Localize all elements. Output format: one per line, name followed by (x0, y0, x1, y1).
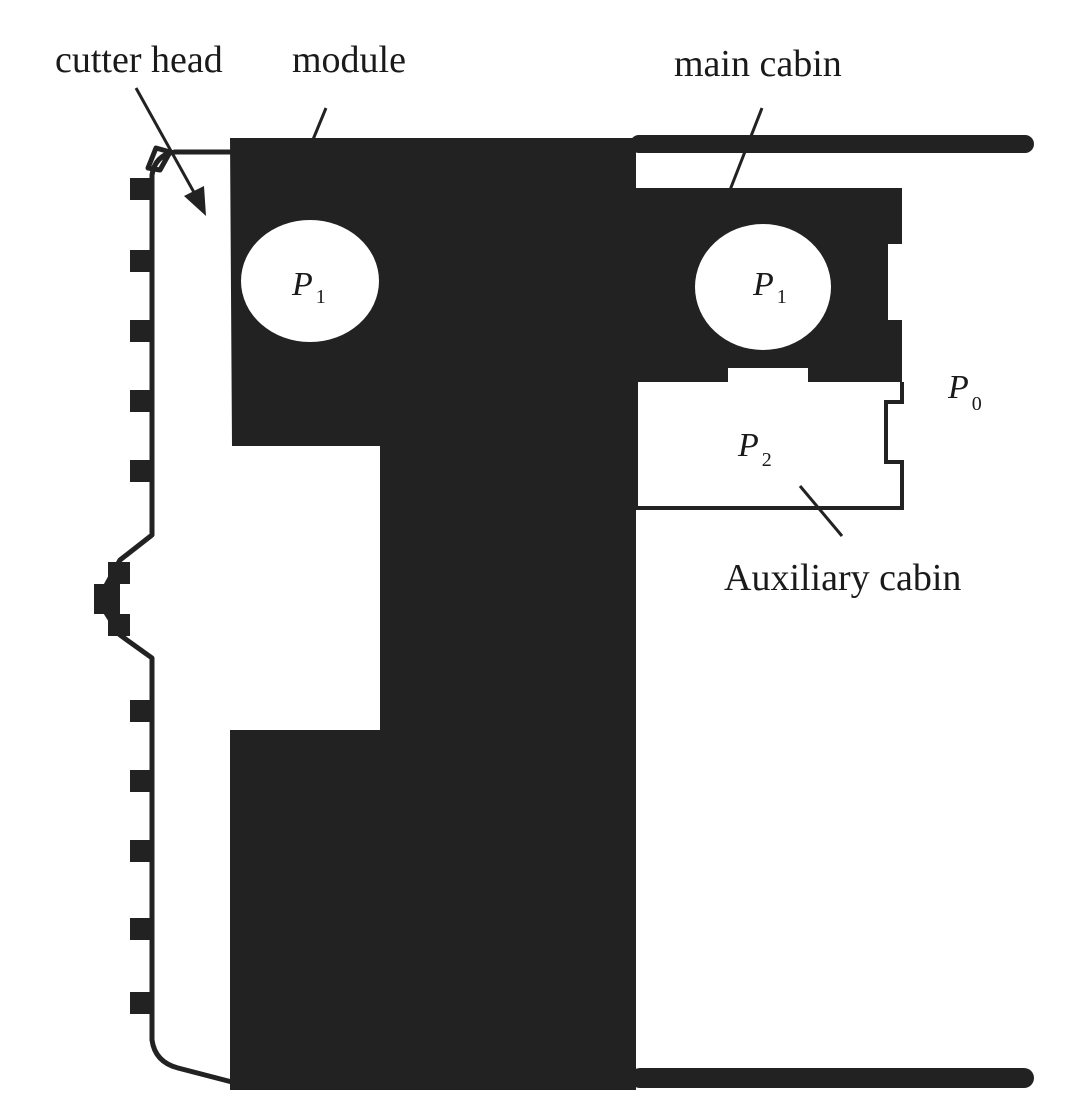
cutter-head-label: cutter head (55, 39, 223, 81)
bottom-skin-plate (630, 1068, 1034, 1088)
main-cabin-leader (728, 107, 764, 191)
pressure-chamber-left (241, 220, 379, 342)
cutter-center-block (108, 614, 130, 636)
auxiliary-cabin-leader (798, 485, 844, 537)
cutter-tooth (130, 770, 154, 792)
pressure-chamber-right (695, 224, 831, 350)
cutter-center-block (108, 562, 130, 584)
cutter-center-block (94, 584, 120, 614)
top-skin-plate (630, 135, 1034, 153)
module-body (230, 138, 636, 1090)
main-cabin-label: main cabin (674, 43, 842, 85)
module-label: module (292, 39, 406, 81)
auxiliary-cabin-outline (634, 382, 904, 510)
cutter-head-arrow-line (134, 87, 198, 197)
leader-lines (134, 87, 844, 537)
cutter-tooth (130, 320, 154, 342)
cutter-tooth (130, 700, 154, 722)
module-leader (310, 107, 328, 143)
cutter-tooth (130, 250, 154, 272)
cutter-tooth (130, 992, 154, 1014)
cutter-tooth (130, 840, 154, 862)
cutter-head-arrow-head (184, 186, 206, 216)
cutter-tooth (130, 390, 154, 412)
cutter-tooth (130, 178, 154, 200)
auxiliary-cabin-label: Auxiliary cabin (724, 557, 961, 599)
cutter-tooth (130, 918, 154, 940)
cutter-teeth (94, 178, 154, 1014)
cutter-tooth (130, 460, 154, 482)
